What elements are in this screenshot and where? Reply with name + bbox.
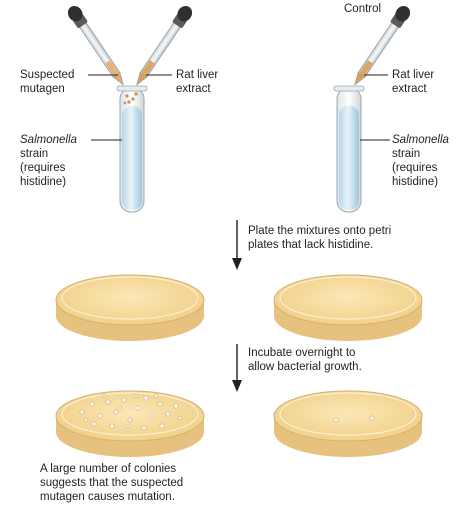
bacterial-colonies-many (79, 393, 183, 433)
petri-dish-right-2 (273, 390, 423, 457)
step-incubate-text: Incubate overnight to allow bacterial gr… (248, 347, 362, 373)
step-plate-text: Plate the mixtures onto petri plates tha… (248, 225, 392, 251)
conclusion-text: A large number of colonies suggests that… (40, 463, 184, 503)
control-label: Control (344, 3, 382, 15)
bacterial-colonies-few (333, 415, 375, 423)
suspected-mutagen-label: Suspected mutagen (20, 69, 75, 95)
right-test-tube (333, 85, 365, 213)
left-test-tube (116, 85, 148, 213)
arrow-step-incubate (232, 344, 242, 392)
salmonella-strain-label-right: Salmonella strain (requires histidine) (392, 134, 449, 188)
left-dropper-liver (136, 5, 193, 86)
right-dropper-liver (354, 5, 411, 86)
petri-dish-right-1 (273, 274, 423, 341)
rat-liver-extract-label-right: Rat liver extract (392, 69, 435, 95)
rat-liver-extract-label-left: Rat liver extract (176, 69, 219, 95)
salmonella-strain-label-left: Salmonella strain (requires histidine) (20, 134, 77, 188)
arrow-step-plate (232, 220, 242, 270)
left-dropper-mutagen (67, 5, 124, 86)
petri-dish-left-1 (55, 274, 205, 341)
petri-dish-left-2 (55, 390, 205, 457)
